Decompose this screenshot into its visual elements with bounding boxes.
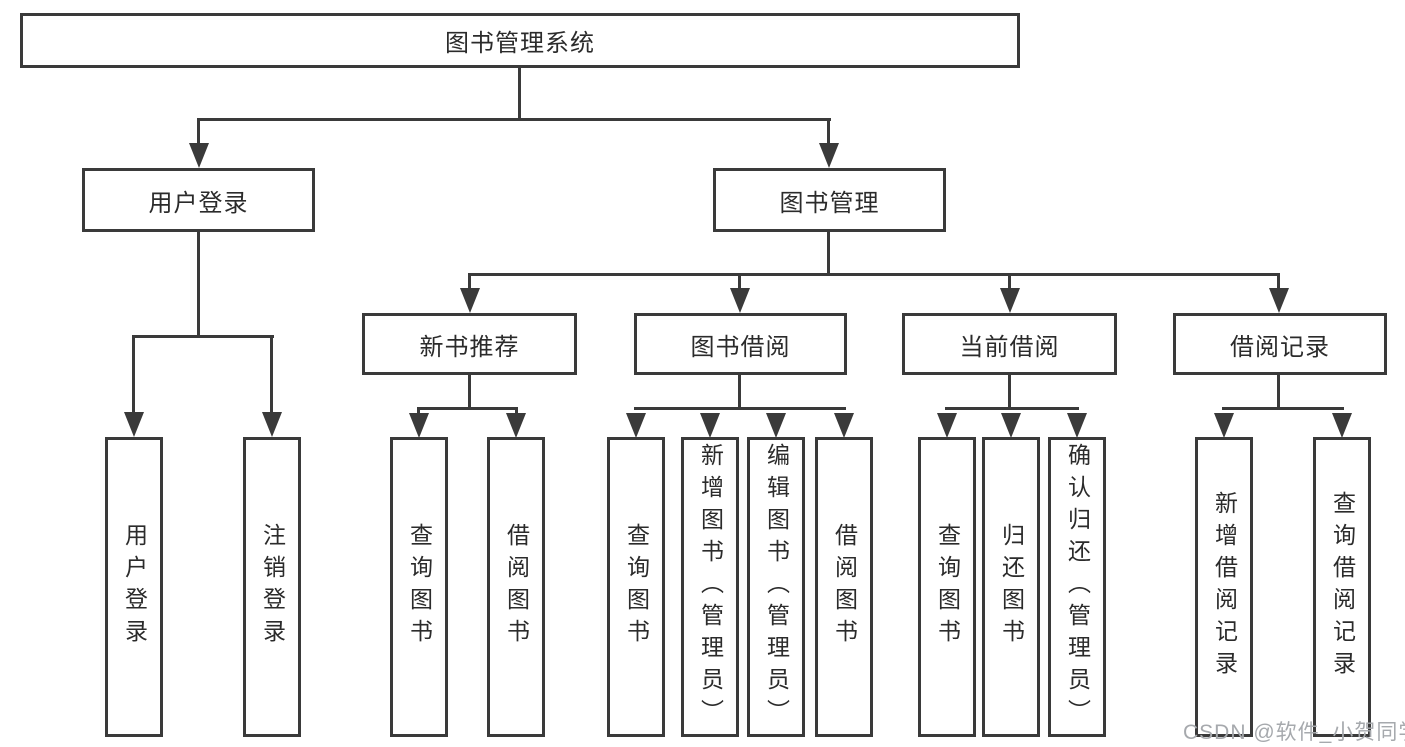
leaf-return-books: 归还图书 (982, 437, 1040, 737)
leaf-query-books-borrowing: 查询图书 (607, 437, 665, 737)
arrow-down-icon (189, 143, 209, 168)
csdn-watermark: CSDN @软件_小贺同学 (1183, 721, 1405, 744)
connector-line (1277, 273, 1280, 291)
leaf-label: 查询图书 (623, 523, 650, 651)
leaf-label: 确认归还（管理员） (1064, 443, 1091, 731)
connector-line (468, 273, 1280, 276)
leaf-label: 注销登录 (259, 523, 286, 651)
node-new-book-recommend: 新书推荐 (362, 313, 577, 375)
connector-line (1277, 373, 1280, 410)
leaf-add-borrow-record: 新增借阅记录 (1195, 437, 1253, 737)
connector-line (417, 407, 420, 416)
leaf-label: 编辑图书（管理员） (763, 443, 790, 731)
arrow-down-icon (730, 288, 750, 313)
leaf-query-books-recommend: 查询图书 (390, 437, 448, 737)
leaf-label: 查询图书 (934, 523, 961, 651)
leaf-label: 归还图书 (998, 523, 1025, 651)
arrow-down-icon (506, 413, 526, 438)
connector-line (518, 66, 521, 121)
connector-line (468, 373, 471, 410)
leaf-borrow-books: 借阅图书 (815, 437, 873, 737)
node-borrow-records: 借阅记录 (1173, 313, 1387, 375)
connector-line (515, 407, 518, 416)
leaf-label: 查询图书 (406, 523, 433, 651)
connector-line (738, 373, 741, 410)
node-book-management: 图书管理 (713, 168, 946, 232)
arrow-down-icon (626, 413, 646, 438)
connector-line (270, 335, 273, 415)
leaf-query-borrow-record: 查询借阅记录 (1313, 437, 1371, 737)
leaf-query-books-current: 查询图书 (918, 437, 976, 737)
connector-line (1008, 273, 1011, 291)
arrow-down-icon (262, 412, 282, 437)
arrow-down-icon (937, 413, 957, 438)
connector-line (197, 118, 831, 121)
node-current-borrowing: 当前借阅 (902, 313, 1117, 375)
connector-line (197, 118, 200, 146)
arrow-down-icon (124, 412, 144, 437)
arrow-down-icon (1269, 288, 1289, 313)
connector-line (634, 407, 846, 410)
connector-line (132, 335, 135, 415)
connector-line (945, 407, 1079, 410)
leaf-edit-books-admin: 编辑图书（管理员） (747, 437, 805, 737)
node-library-system: 图书管理系统 (20, 13, 1020, 68)
arrow-down-icon (700, 413, 720, 438)
arrow-down-icon (1067, 413, 1087, 438)
arrow-down-icon (834, 413, 854, 438)
arrow-down-icon (819, 143, 839, 168)
arrow-down-icon (1332, 413, 1352, 438)
connector-line (132, 335, 274, 338)
arrow-down-icon (766, 413, 786, 438)
connector-line (1222, 407, 1344, 410)
arrow-down-icon (460, 288, 480, 313)
connector-line (1008, 373, 1011, 410)
connector-line (468, 273, 471, 291)
arrow-down-icon (1000, 288, 1020, 313)
arrow-down-icon (1001, 413, 1021, 438)
leaf-label: 查询借阅记录 (1329, 491, 1356, 683)
arrow-down-icon (1214, 413, 1234, 438)
arrow-down-icon (409, 413, 429, 438)
leaf-borrow-books-recommend: 借阅图书 (487, 437, 545, 737)
leaf-confirm-return-admin: 确认归还（管理员） (1048, 437, 1106, 737)
leaf-label: 借阅图书 (503, 523, 530, 651)
connector-line (197, 230, 200, 338)
connector-line (827, 230, 830, 276)
leaf-user-login: 用户登录 (105, 437, 163, 737)
connector-line (827, 118, 830, 146)
leaf-label: 新增图书（管理员） (697, 443, 724, 731)
connector-line (738, 273, 741, 291)
leaf-label: 用户登录 (121, 523, 148, 651)
leaf-add-books-admin: 新增图书（管理员） (681, 437, 739, 737)
node-book-borrowing: 图书借阅 (634, 313, 847, 375)
leaf-label: 借阅图书 (831, 523, 858, 651)
leaf-label: 新增借阅记录 (1211, 491, 1238, 683)
connector-line (417, 407, 518, 410)
node-user-login: 用户登录 (82, 168, 315, 232)
leaf-logout: 注销登录 (243, 437, 301, 737)
